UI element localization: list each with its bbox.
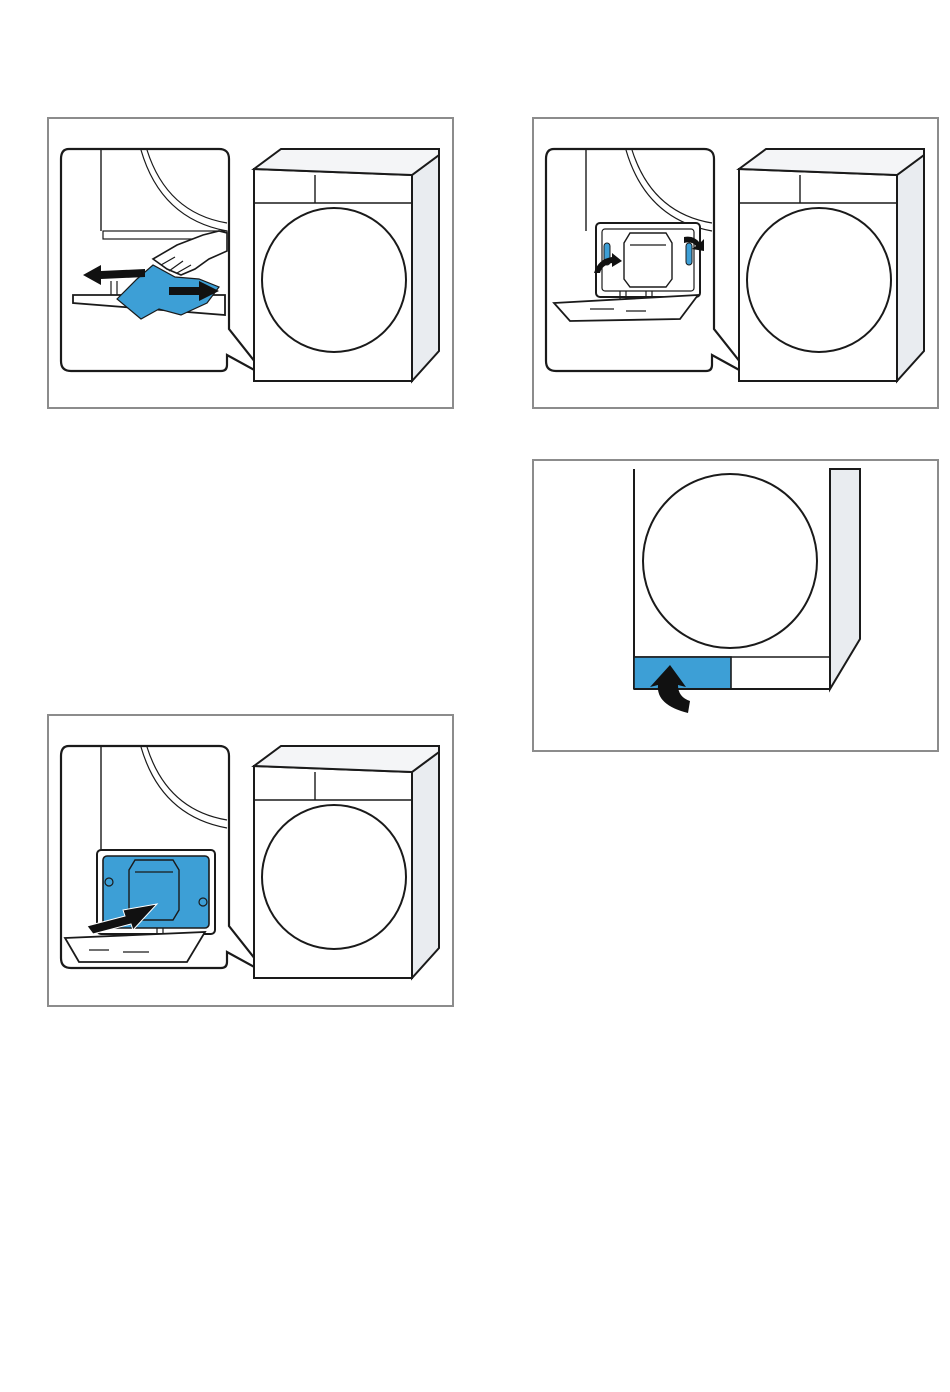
lever-icon: [686, 243, 692, 265]
dryer: [739, 149, 924, 381]
figure-close-bottom-flap: [532, 459, 939, 752]
dryer: [254, 746, 439, 978]
dryer-door: [262, 805, 406, 949]
illustration-compartment-levers: [534, 119, 937, 407]
illustration-bottom-flap: [534, 461, 937, 750]
dryer: [634, 469, 860, 689]
figure-open-compartment-levers: [532, 117, 939, 409]
dryer-door: [747, 208, 891, 352]
figure-filter-drawer-cleaning: [47, 117, 454, 409]
figure-insert-heat-exchanger: [47, 714, 454, 1007]
illustration-heat-exchanger: [49, 716, 452, 1005]
dryer: [254, 149, 439, 381]
dryer-door: [262, 208, 406, 352]
illustration-filter-drawer: [49, 119, 452, 407]
dryer-door: [643, 474, 817, 648]
